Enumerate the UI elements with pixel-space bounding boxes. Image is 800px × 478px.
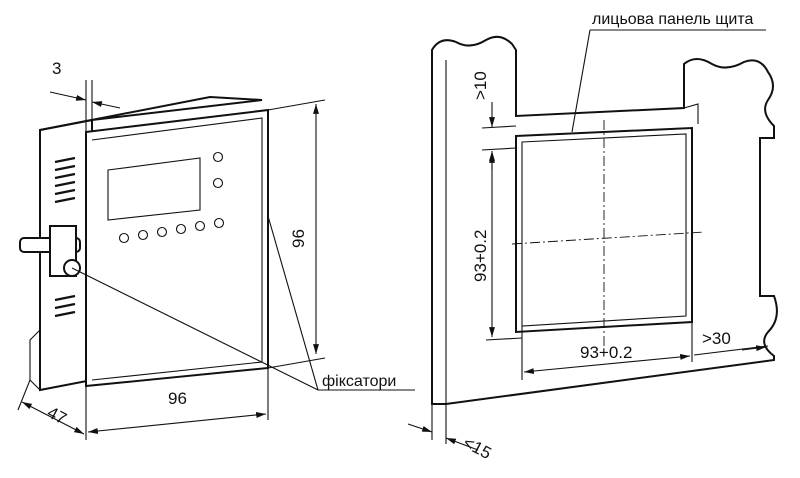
led-indicator: [212, 177, 224, 189]
dimension-top-margin: >10: [471, 71, 517, 170]
button: [213, 217, 225, 229]
dimension-depth-top: 3: [49, 59, 121, 132]
button: [118, 232, 130, 244]
panel-label-text: лицьова панель щита: [592, 11, 753, 28]
callout-panel: лицьова панель щита: [571, 11, 766, 133]
display-window: [107, 157, 201, 221]
dimension-height: 96: [267, 99, 326, 369]
dim-height-text: 96: [289, 229, 308, 248]
dimension-cutout-height: 93+0.2: [471, 153, 523, 341]
dim-width-text: 96: [168, 389, 187, 408]
device-drawing: [19, 95, 269, 392]
dim-cutout-height-text: 93+0.2: [471, 230, 490, 282]
button: [156, 226, 168, 238]
panel-drawing: [431, 35, 778, 405]
dim-top-margin-text: >10: [471, 71, 490, 100]
dim-depth-top-text: 3: [52, 59, 61, 78]
dim-thickness-text: <15: [460, 433, 494, 463]
callout-clamps-text: фіксатори: [322, 373, 396, 390]
callout-clamps: фіксатори: [71, 215, 415, 391]
button: [175, 223, 187, 235]
button: [137, 229, 149, 241]
button: [194, 220, 206, 232]
dim-side-margin-text: >30: [702, 329, 731, 348]
led-indicator: [212, 151, 224, 163]
dimension-thickness: <15: [407, 404, 495, 463]
mounting-clamp: [19, 225, 81, 277]
device-front-bezel: [85, 108, 269, 388]
vent-slots: [54, 156, 76, 318]
dim-cutout-width-text: 93+0.2: [580, 343, 632, 362]
dimension-width: 96: [85, 368, 269, 440]
dimension-cutout-width: 93+0.2: [521, 322, 693, 380]
dimension-side-margin: >30: [693, 329, 769, 356]
device-top-face: [39, 95, 263, 131]
